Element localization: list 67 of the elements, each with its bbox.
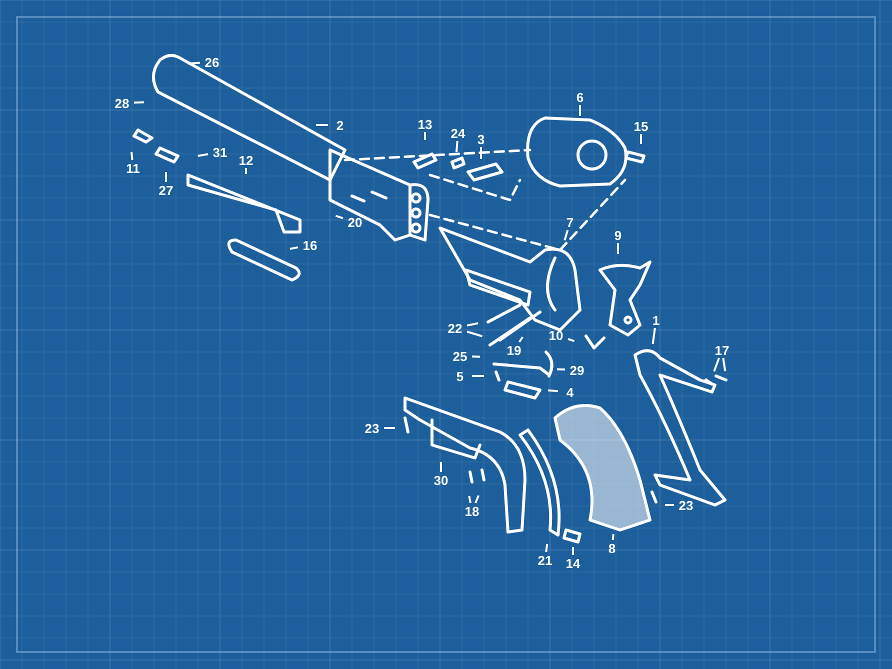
callout-number: 17 <box>712 343 732 357</box>
callout-number: 23 <box>676 498 696 512</box>
callout-number: 11 <box>123 161 143 175</box>
leader-line <box>652 328 656 344</box>
callout-number: 8 <box>602 541 622 555</box>
callout-number: 7 <box>560 215 580 229</box>
leader-line <box>713 358 720 372</box>
leader-line <box>518 336 524 343</box>
leader-line <box>466 322 478 326</box>
leader-line <box>472 355 480 358</box>
leader-line <box>579 105 581 116</box>
leader-line <box>198 153 208 157</box>
leader-line <box>474 495 480 504</box>
leader-line <box>556 368 566 371</box>
callout-number: 12 <box>236 153 256 167</box>
callout-number: 19 <box>504 343 524 357</box>
leader-line <box>188 62 200 65</box>
leader-line <box>335 214 344 220</box>
leader-line <box>290 246 298 250</box>
leader-line <box>165 172 167 182</box>
callout-number: 10 <box>546 328 566 342</box>
callout-number: 4 <box>560 385 580 399</box>
leader-line <box>548 389 558 392</box>
callout-number: 1 <box>646 313 666 327</box>
callout-number: 24 <box>448 126 468 140</box>
leader-line <box>472 375 484 377</box>
callout-number: 29 <box>567 363 587 377</box>
leader-line <box>572 547 574 555</box>
callout-number: 25 <box>450 349 470 363</box>
leader-line <box>722 358 726 372</box>
leader-line <box>130 152 134 160</box>
callout-number: 20 <box>345 215 365 229</box>
callout-number: 30 <box>431 473 451 487</box>
callout-number: 14 <box>563 556 583 570</box>
callout-number: 22 <box>445 321 465 335</box>
callout-number: 15 <box>631 119 651 133</box>
callout-number: 21 <box>535 553 555 567</box>
leader-line <box>440 462 442 472</box>
callout-number: 3 <box>471 132 491 146</box>
leader-line <box>617 243 619 254</box>
leader-line <box>545 544 548 552</box>
callout-number: 28 <box>112 96 132 110</box>
leader-line <box>466 330 483 338</box>
leader-line <box>640 134 642 144</box>
callout-number: 18 <box>462 504 482 518</box>
leader-line <box>468 496 472 504</box>
leader-line <box>480 147 482 159</box>
leader-line <box>665 504 674 506</box>
leader-line <box>384 427 395 429</box>
leader-line <box>134 101 144 104</box>
leader-line <box>564 230 569 241</box>
leader-line <box>245 168 247 174</box>
callout-number: 26 <box>202 55 222 69</box>
callout-number: 5 <box>450 369 470 383</box>
leader-line <box>455 140 458 152</box>
callout-number: 13 <box>415 117 435 131</box>
callout-number: 23 <box>362 421 382 435</box>
leader-line <box>424 132 426 140</box>
leader-line <box>316 124 328 126</box>
callout-number: 31 <box>210 145 230 159</box>
callout-number: 9 <box>608 228 628 242</box>
callout-number: 16 <box>300 238 320 252</box>
leader-line <box>568 338 575 342</box>
leader-line <box>612 534 614 540</box>
callout-number: 27 <box>156 183 176 197</box>
callout-number: 2 <box>330 118 350 132</box>
callout-number: 6 <box>570 90 590 104</box>
